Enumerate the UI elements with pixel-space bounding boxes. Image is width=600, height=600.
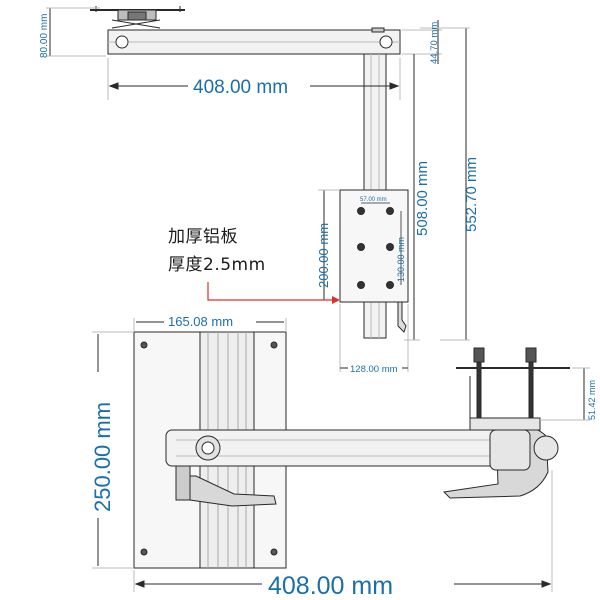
dim-right-top: 44.70 mm [429,22,440,64]
ceiling-mount-plate [90,6,185,29]
dim-top-height: 80.00 mm [39,14,50,58]
dim-top-width: 408.00 mm [193,77,288,98]
table-clamp [456,347,570,431]
dim-hole-spacing-y: 130.00 mm [396,237,406,282]
bottom-view [92,318,590,592]
dim-line-plate-width [339,304,409,372]
dim-total-length: 408.00 mm [268,572,393,600]
note-line-1: 加厚铝板 [168,227,238,247]
callout-arrow [207,282,340,304]
dim-plate-height: 200.00 mm [316,223,331,288]
dim-hole-spacing-x: 57.00 mm [360,197,387,203]
top-view [46,6,470,372]
dim-base-height: 250.00 mm [90,402,115,512]
dim-line-total-length [133,470,553,592]
dim-line-clamp [540,367,590,421]
dim-clamp: 51.42 mm [587,380,597,420]
dim-line-total-height [420,27,470,341]
dim-line-base-width [133,318,287,332]
dim-vertical-plate: 508.00 mm [414,161,431,236]
right-lever-handle [442,425,559,499]
left-lever-handle [175,465,277,507]
aluminum-plate [339,189,409,303]
dim-line-vertical-plate [404,54,420,341]
dim-base-width: 165.08 mm [168,314,233,329]
dim-plate-width: 128.00 mm [350,364,398,375]
dim-line-top-height [46,7,106,57]
dim-line-right-top [402,20,442,64]
bottom-horizontal-arm [165,429,539,467]
top-horizontal-arm [107,27,401,55]
dim-line-base-height [92,331,134,569]
dim-line-top-width [107,58,401,100]
dim-total-height: 552.70 mm [463,157,480,232]
note-line-2: 厚度2.5mm [168,255,266,275]
